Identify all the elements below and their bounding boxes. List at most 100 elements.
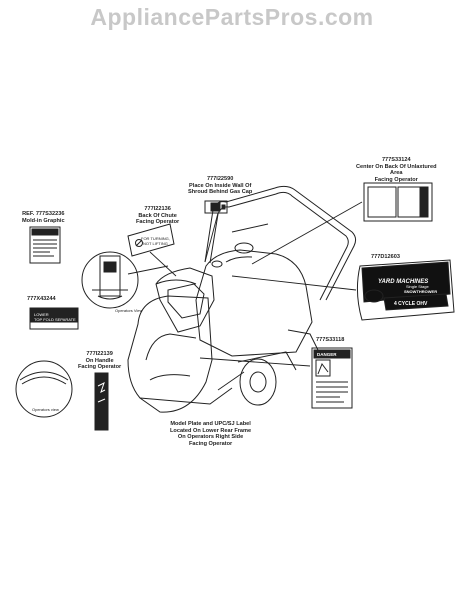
- part-number: 777I22136: [144, 206, 171, 212]
- part-number: 777I22139: [86, 351, 113, 357]
- decal-outline: [356, 259, 455, 321]
- placement-note: On Handle: [85, 357, 114, 364]
- primer-bulb: [211, 260, 223, 268]
- operators-view-lower: [15, 360, 73, 418]
- callout-ref-777s32236: REF. 777S32236 Mold-in Graphic: [22, 211, 65, 224]
- lower-decal-text: TOP FOLD SEPARATE: [34, 317, 76, 322]
- chute-decal-text: NOT LIFTING: [143, 241, 168, 246]
- snowthrower-illustration: [127, 185, 357, 413]
- decal-outline: [29, 226, 61, 264]
- brand-dark-panel: [361, 261, 451, 303]
- shroud-line: [225, 256, 253, 263]
- engine-shroud: [195, 249, 313, 357]
- decal-777x43244: [29, 307, 79, 330]
- leader-777i22590: [204, 212, 219, 263]
- placement-note: Area: [390, 170, 403, 177]
- decal-dark-strip: [94, 372, 109, 431]
- decal-light-panel: [29, 321, 79, 330]
- placement-note: Model Plate and UPC/SJ Label: [170, 421, 251, 427]
- handle-right-inner: [275, 191, 349, 301]
- placement-note: Facing Operator: [78, 364, 122, 371]
- engine-text: 4 CYCLE OHV: [394, 301, 428, 307]
- placement-note: Place On Inside Wall Of: [189, 182, 252, 189]
- watermark: AppliancePartsPros.com: [90, 4, 374, 30]
- placement-note: Back Of Chute: [138, 212, 177, 219]
- frame-line: [237, 351, 297, 371]
- control-decal: [103, 261, 117, 273]
- chute-opening: [167, 283, 205, 319]
- placement-note: Shroud Behind Gas Cap: [188, 189, 253, 196]
- part-number: REF. 777S32236: [22, 211, 65, 217]
- chute-decal-text: FOR TURNING,: [141, 236, 170, 241]
- decal-icon: [135, 239, 143, 247]
- operators-view-label: Operators view: [32, 407, 59, 412]
- danger-symbol: [317, 362, 329, 375]
- decal-777s33124: [363, 182, 433, 222]
- decal-ref-777s32236: [29, 226, 61, 264]
- danger-pictogram: [315, 359, 331, 377]
- decal-icon-slash: [135, 239, 143, 247]
- placement-note: Facing Operator: [136, 219, 180, 226]
- decal-symbol: [97, 382, 106, 393]
- lower-decal-text: LOWER: [34, 312, 49, 317]
- decal-header: [31, 228, 59, 236]
- magnifier-circle: [15, 360, 73, 418]
- brand-sub-text: SNOWTHROWER: [404, 289, 437, 294]
- leader-777s33124: [251, 201, 363, 265]
- placement-note: Facing Operator: [188, 440, 233, 447]
- part-number: 777I22590: [206, 176, 234, 182]
- decal-panel: [367, 186, 397, 218]
- decal-777d12603: [356, 259, 455, 321]
- placement-note: Located On Lower Rear Frame: [170, 427, 252, 434]
- leader-model-plate: [217, 371, 245, 391]
- rear-frame: [287, 329, 319, 351]
- decal-fill: [210, 202, 221, 212]
- decal-mark: [221, 204, 226, 210]
- magnifier-circle: [81, 251, 139, 309]
- leader-mold-in-graphic: [127, 265, 169, 275]
- leader-777i22136: [149, 251, 177, 277]
- discharge-chute: [155, 267, 215, 333]
- handle-curve: [19, 371, 69, 381]
- wheel: [239, 358, 277, 406]
- callout-777i22139: 777I22139 On Handle Facing Operator: [78, 351, 121, 371]
- decal-outline: [204, 200, 228, 214]
- part-number: 777D12603: [371, 254, 400, 260]
- engine-badge: [364, 289, 384, 303]
- callout-777s33124: 777S33124 Center On Back Of Unlaxtured A…: [356, 157, 437, 183]
- decal-symbol: [97, 398, 106, 403]
- callout-777i22136: 777I22136 Back Of Chute Facing Operator: [136, 206, 179, 226]
- handle-crossbar: [231, 223, 269, 233]
- callout-model-plate: Model Plate and UPC/SJ Label Located On …: [170, 421, 251, 447]
- decal-777i22590: [204, 200, 228, 214]
- placement-note: Center On Back Of Unlaxtured: [356, 163, 437, 170]
- part-number: 777X43244: [27, 296, 56, 302]
- decal-777s33118: [311, 347, 353, 409]
- callout-777s33118: 777S33118: [316, 337, 344, 344]
- engine-strip: [383, 293, 449, 311]
- auger-housing: [127, 295, 213, 413]
- decal-777i22136: [127, 223, 175, 257]
- part-number: 777S33118: [316, 337, 345, 343]
- part-number: 777S33124: [381, 157, 411, 163]
- placement-note: Mold-in Graphic: [22, 217, 65, 224]
- chute-deflector: [155, 279, 197, 285]
- decal-warning-strip: [419, 187, 429, 217]
- decal-outline: [363, 182, 433, 222]
- callout-777i22590: 777I22590 Place On Inside Wall Of Shroud…: [188, 176, 252, 196]
- handle-curve-inner: [21, 376, 67, 385]
- leader-777s33118: [199, 357, 311, 367]
- decal-outline: [127, 223, 175, 257]
- leader-777d12603: [231, 275, 357, 291]
- decal-outline: [311, 347, 353, 409]
- gas-cap: [234, 242, 254, 254]
- operators-view-label: Operators View: [115, 308, 143, 313]
- danger-header: [313, 349, 351, 359]
- placement-note: On Operators Right Side: [177, 434, 244, 441]
- operators-view-upper: [81, 251, 139, 309]
- brand-text: YARD MACHINES: [378, 279, 428, 285]
- auger-inner: [145, 333, 197, 361]
- leader-lines: [127, 201, 363, 391]
- danger-text: DANGER: [317, 352, 337, 357]
